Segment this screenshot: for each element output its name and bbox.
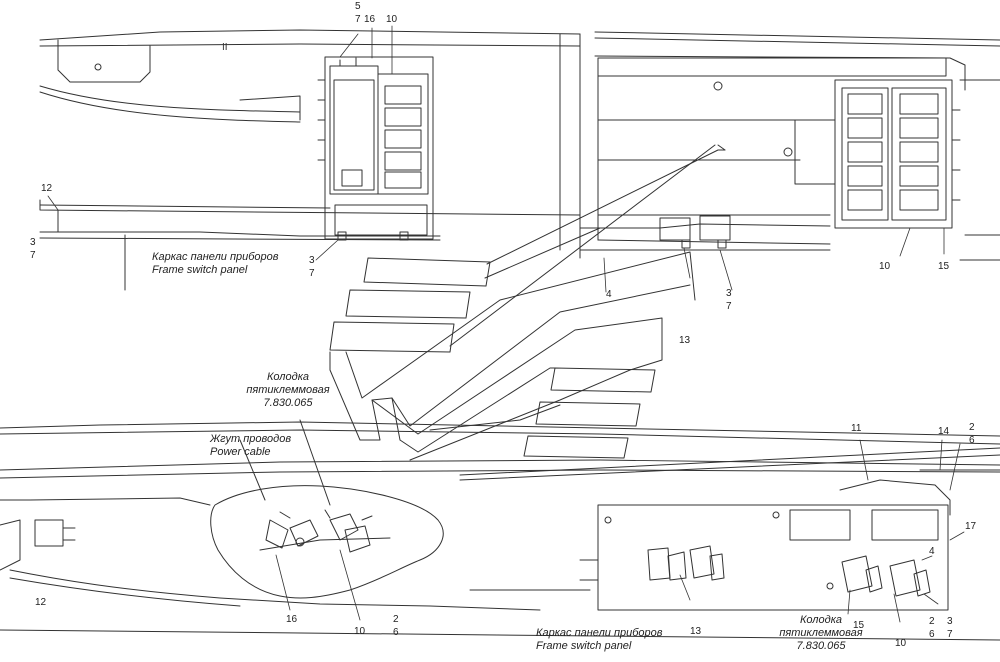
callout-16-top: 16	[364, 14, 376, 25]
caption-block-left-ru2: пятиклеммовая	[246, 384, 330, 396]
upper-switch-block	[317, 56, 434, 241]
caption-harness-ru: Жгут проводов	[210, 433, 292, 445]
caption-block-right-ru1: Колодка	[799, 614, 843, 626]
harness-cutaway	[210, 419, 444, 599]
callout-3-mid: 3	[309, 255, 315, 266]
callout-7-left: 7	[30, 250, 36, 261]
caption-block-left: Колодка пятиклеммовая 7.830.065	[246, 371, 330, 410]
caption-block-right: Колодка пятиклеммовая 7.830.065	[776, 614, 866, 653]
callout-10-low: 10	[354, 626, 366, 637]
callout-14: 14	[938, 426, 950, 437]
svg-text:II: II	[222, 42, 228, 53]
callout-3-left: 3	[30, 237, 36, 248]
caption-frame-bottom: Каркас панели приборов Frame switch pane…	[536, 627, 663, 653]
callout-17: 17	[965, 521, 977, 532]
callout-12-low: 12	[35, 597, 47, 608]
upper-left-frame: II	[39, 29, 581, 291]
callout-7-top: 7	[355, 14, 361, 25]
upper-right-frame	[579, 31, 1000, 261]
callout-15-right: 15	[938, 261, 950, 272]
callout-7-mid: 7	[309, 268, 315, 279]
callout-6-right-low: 6	[929, 629, 935, 640]
callout-6-low: 6	[393, 627, 399, 638]
caption-frame-top-ru: Каркас панели приборов	[152, 251, 279, 263]
center-stripes	[329, 144, 726, 461]
callout-10-top: 10	[386, 14, 398, 25]
callout-5: 5	[355, 1, 361, 12]
callout-4-low: 4	[929, 546, 935, 557]
callout-2-low: 2	[393, 614, 399, 625]
upper-right-switch-block	[834, 79, 961, 229]
callout-2-right-low: 2	[929, 616, 935, 627]
callout-11: 11	[851, 423, 862, 434]
callout-10-low2: 10	[895, 638, 907, 649]
callout-4-mid: 4	[606, 289, 612, 300]
callout-16-low: 16	[286, 614, 298, 625]
callout-2-far: 2	[969, 422, 975, 433]
callout-7-right: 7	[726, 301, 732, 312]
caption-block-left-code: 7.830.065	[263, 397, 313, 409]
callout-15-low: 15	[853, 620, 865, 631]
caption-block-left-ru1: Колодка	[266, 371, 310, 383]
callout-7-right-low: 7	[947, 629, 953, 640]
callout-6-far: 6	[969, 435, 975, 446]
lower-switch-frame	[579, 504, 949, 611]
callout-3-right: 3	[726, 288, 732, 299]
caption-harness: Жгут проводов Power cable	[210, 433, 291, 459]
caption-frame-bottom-ru: Каркас панели приборов	[536, 627, 663, 639]
caption-frame-top: Каркас панели приборов Frame switch pane…	[152, 251, 279, 277]
caption-block-right-code: 7.830.065	[796, 640, 846, 652]
callout-12-left: 12	[41, 183, 53, 194]
callout-13-low: 13	[690, 626, 702, 637]
callout-3-right-low: 3	[947, 616, 953, 627]
callout-10-right: 10	[879, 261, 891, 272]
caption-block-right-ru2: пятиклеммовая	[779, 627, 863, 639]
callout-13-mid: 13	[679, 335, 691, 346]
caption-frame-bottom-en: Frame switch panel	[536, 640, 632, 652]
lower-frame	[0, 421, 1000, 641]
caption-harness-en: Power cable	[210, 446, 271, 458]
leader-lines	[47, 25, 965, 623]
caption-frame-top-en: Frame switch panel	[152, 264, 248, 276]
